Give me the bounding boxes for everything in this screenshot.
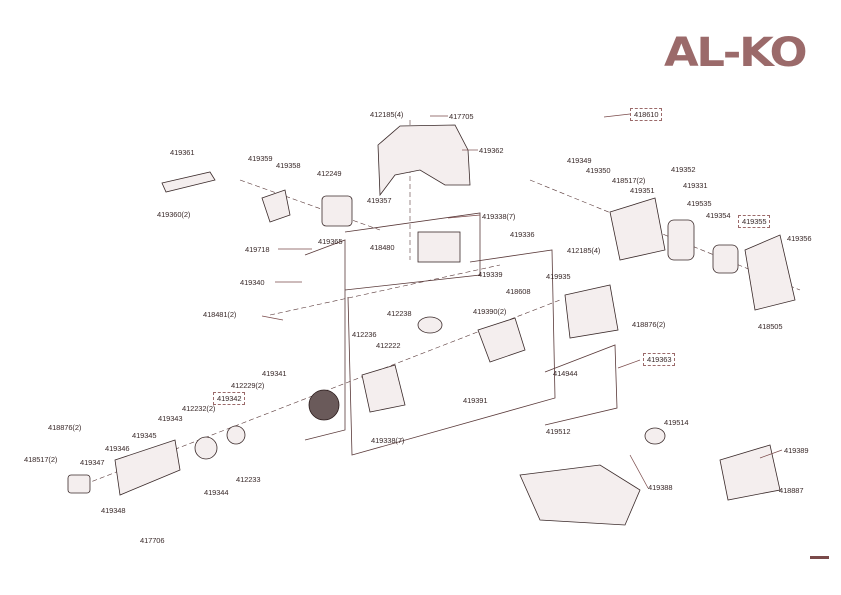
- starter-housing-part: [564, 284, 619, 339]
- part-label: 419535: [687, 199, 712, 208]
- muffler-part: [321, 195, 353, 227]
- crankcase-half-part: [361, 364, 406, 413]
- part-label: 418608: [506, 287, 531, 296]
- axis-line: [239, 179, 381, 231]
- part-label: 418480: [370, 243, 395, 252]
- part-label: 419350: [586, 166, 611, 175]
- fuel-tank-part: [519, 464, 641, 526]
- clutch-drum-part: [194, 436, 218, 460]
- part-label: 419358: [276, 161, 301, 170]
- part-label: 419342: [213, 392, 246, 405]
- part-label: 419514: [664, 418, 689, 427]
- part-label: 419349: [567, 156, 592, 165]
- part-label: 419361: [170, 148, 195, 157]
- part-label: 412185(4): [567, 246, 601, 255]
- air-filter-base-part: [667, 219, 695, 261]
- part-label: 417705: [449, 112, 474, 121]
- part-label: 419355: [738, 215, 771, 228]
- part-label: 418481(2): [203, 310, 237, 319]
- part-label: 419360(2): [157, 210, 191, 219]
- frame-fuel-pickup-group: [544, 344, 618, 426]
- part-label: 418876(2): [48, 423, 82, 432]
- handle-bracket-part: [719, 444, 781, 501]
- part-label: 419359: [248, 154, 273, 163]
- part-label: 412233: [236, 475, 261, 484]
- alko-logo: AL-KO: [664, 30, 808, 76]
- frame-crankcase-group: [347, 249, 556, 456]
- leader-line: [603, 113, 631, 118]
- clutch-part: [226, 425, 246, 445]
- engine-cover-part: [377, 124, 471, 197]
- part-label: 412232(2): [182, 404, 216, 413]
- leader-line: [617, 359, 641, 369]
- flywheel-part: [308, 389, 340, 421]
- leader-line: [447, 214, 481, 219]
- carburettor-part: [609, 197, 666, 261]
- part-label: 419391: [463, 396, 488, 405]
- part-label: 419362: [479, 146, 504, 155]
- part-label: 412249: [317, 169, 342, 178]
- part-label: 419389: [784, 446, 809, 455]
- part-label: 419718: [245, 245, 270, 254]
- fuel-cap-part: [644, 427, 666, 445]
- crankcase-part: [477, 317, 526, 363]
- part-label: 419341: [262, 369, 287, 378]
- page-marker: [810, 556, 829, 559]
- part-label: 419390(2): [473, 307, 507, 316]
- part-label: 417706: [140, 536, 165, 545]
- leader-line: [759, 449, 783, 459]
- leader-line: [629, 454, 649, 489]
- part-label: 419347: [80, 458, 105, 467]
- part-label: 412238: [387, 309, 412, 318]
- part-label: 419356: [787, 234, 812, 243]
- part-label: 419346: [105, 444, 130, 453]
- axis-line: [269, 264, 501, 316]
- part-label: 418887: [779, 486, 804, 495]
- part-label: 419935: [546, 272, 571, 281]
- part-label: 419512: [546, 427, 571, 436]
- part-label: 418517(2): [24, 455, 58, 464]
- part-label: 418610: [630, 108, 663, 121]
- part-label: 412185(4): [370, 110, 404, 119]
- shaft-clamp-part: [67, 474, 91, 494]
- part-label: 419339: [478, 270, 503, 279]
- part-label: 412236: [352, 330, 377, 339]
- part-label: 419363: [643, 353, 676, 366]
- part-label: 419345: [132, 431, 157, 440]
- part-label: 419344: [204, 488, 229, 497]
- guard-bracket-part: [161, 171, 216, 193]
- part-label: 419354: [706, 211, 731, 220]
- muffler-bracket-part: [261, 189, 291, 223]
- frame-cylinder-group: [344, 212, 481, 291]
- part-label: 419351: [630, 186, 655, 195]
- cylinder-part: [417, 231, 461, 263]
- part-label: 419338(7): [482, 212, 516, 221]
- part-label: 419357: [367, 196, 392, 205]
- part-label: 419338(7): [371, 436, 405, 445]
- leader-line: [261, 315, 284, 321]
- part-label: 419336: [510, 230, 535, 239]
- part-label: 412229(2): [231, 381, 265, 390]
- air-filter-element-part: [712, 244, 739, 274]
- part-label: 418505: [758, 322, 783, 331]
- frame-ignition-group: [304, 239, 346, 441]
- part-label: 419365: [318, 237, 343, 246]
- piston-part: [417, 316, 443, 334]
- part-label: 419340: [240, 278, 265, 287]
- part-label: 419348: [101, 506, 126, 515]
- part-label: 418876(2): [632, 320, 666, 329]
- part-label: 419331: [683, 181, 708, 190]
- gear-housing-part: [114, 439, 181, 496]
- part-label: 412222: [376, 341, 401, 350]
- part-label: 414944: [553, 369, 578, 378]
- part-label: 419352: [671, 165, 696, 174]
- part-label: 419388: [648, 483, 673, 492]
- part-label: 418517(2): [612, 176, 646, 185]
- air-filter-cover-part: [744, 234, 796, 311]
- part-label: 419343: [158, 414, 183, 423]
